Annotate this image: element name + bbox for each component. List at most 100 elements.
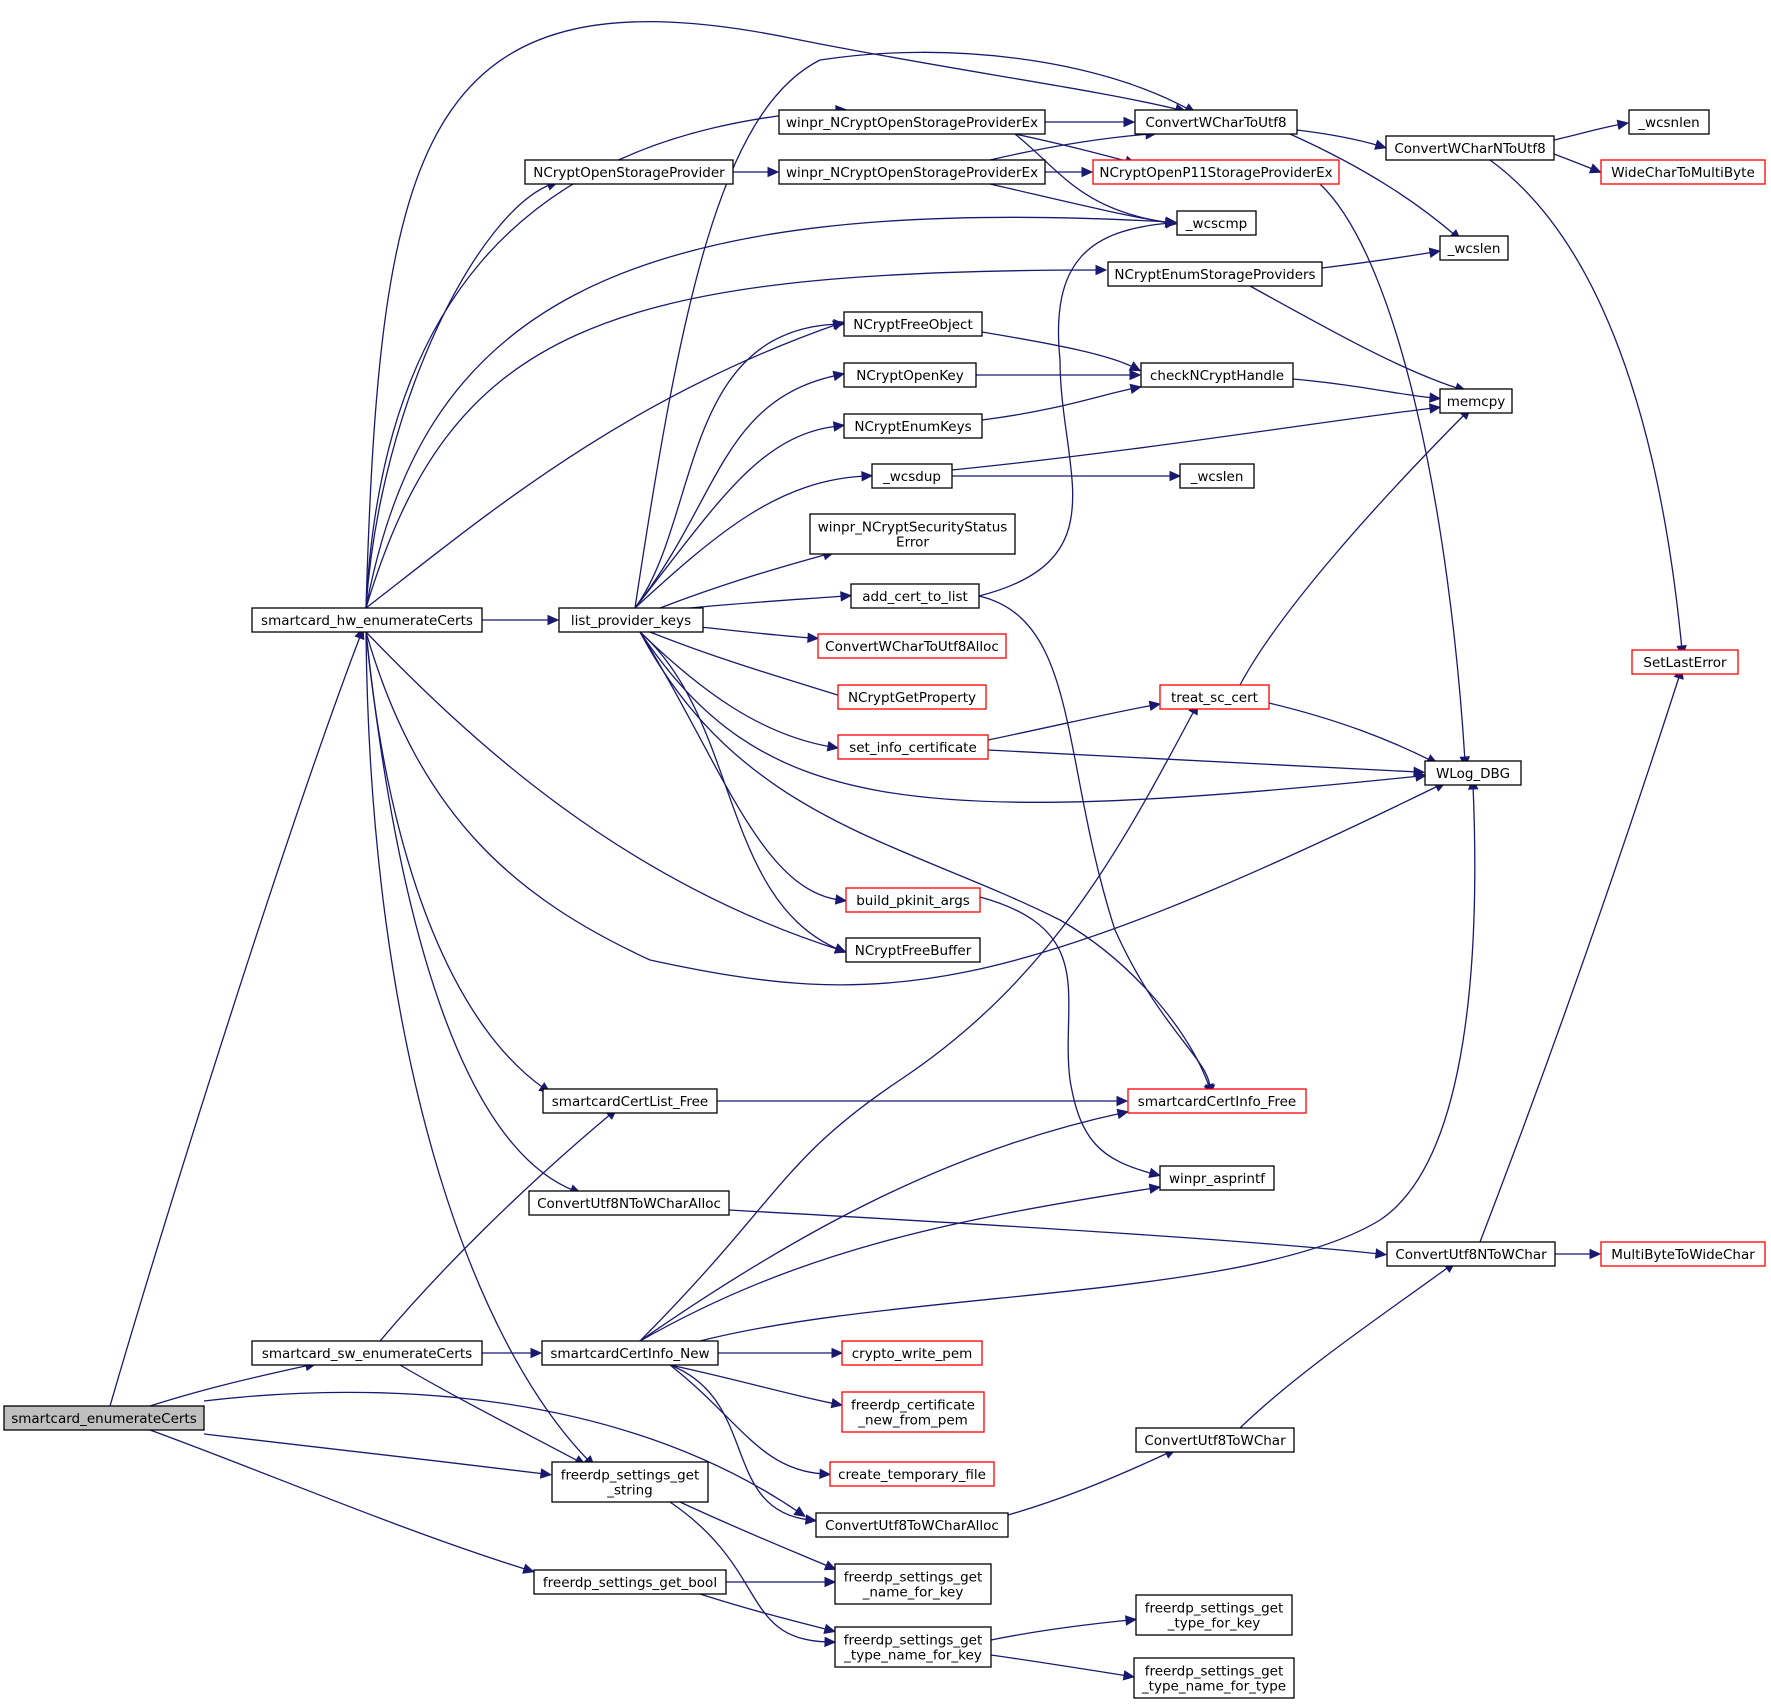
- edge-line: [989, 133, 1151, 161]
- arrowhead-icon: [1124, 1615, 1138, 1626]
- node-ncok[interactable]: NCryptOpenKey: [843, 362, 977, 388]
- node-box: [1179, 463, 1255, 489]
- edge-scin-to-cwp: [718, 1347, 844, 1359]
- node-wasp[interactable]: winpr_asprintf: [1159, 1165, 1275, 1191]
- node-label: winpr_NCryptOpenStorageProviderEx: [786, 165, 1038, 181]
- node-ctf[interactable]: create_temporary_file: [829, 1461, 995, 1487]
- node-ncgp[interactable]: NCryptGetProperty: [837, 684, 987, 710]
- node-box: [829, 1461, 995, 1487]
- node-tsc[interactable]: treat_sc_cert: [1159, 684, 1270, 710]
- edge-lpk-to-bpa: [639, 631, 848, 905]
- node-sclf[interactable]: smartcardCertList_Free: [542, 1088, 718, 1114]
- node-ncesp[interactable]: NCryptEnumStorageProviders: [1107, 261, 1323, 287]
- edge-hw-to-ncosp: [365, 180, 559, 609]
- node-wlog[interactable]: WLog_DBG: [1424, 760, 1522, 786]
- arrowhead-icon: [522, 1563, 535, 1574]
- node-fsgs[interactable]: freerdp_settings_get_string: [551, 1461, 709, 1503]
- node-fsgtnfk[interactable]: freerdp_settings_get_type_name_for_key: [834, 1626, 992, 1668]
- edge-fsgs-to-fsgnfk: [679, 1501, 837, 1571]
- node-cu8nwa[interactable]: ConvertUtf8NToWCharAlloc: [528, 1190, 730, 1216]
- node-p11[interactable]: NCryptOpenP11StorageProviderEx: [1092, 159, 1340, 185]
- edge-line: [981, 387, 1136, 421]
- node-root[interactable]: smartcard_enumerateCerts: [3, 1405, 205, 1431]
- edge-hw-to-cwc2u8: [365, 20, 1188, 609]
- node-wcscmp[interactable]: _wcscmp: [1176, 210, 1257, 236]
- node-label: smartcardCertInfo_Free: [1138, 1094, 1296, 1110]
- node-label: NCryptEnumStorageProviders: [1114, 267, 1315, 283]
- edge-sclf-to-scif: [717, 1095, 1129, 1107]
- node-cnh[interactable]: checkNCryptHandle: [1140, 362, 1294, 388]
- node-ncfb[interactable]: NCryptFreeBuffer: [845, 937, 981, 963]
- node-box: [1159, 1165, 1275, 1191]
- node-box: [843, 362, 977, 388]
- node-cwc2u8a[interactable]: ConvertWCharToUtf8Alloc: [817, 633, 1007, 659]
- node-fcnfp[interactable]: freerdp_certificate_new_from_pem: [841, 1391, 985, 1433]
- node-box: [778, 159, 1046, 185]
- node-cu8w[interactable]: ConvertUtf8ToWChar: [1135, 1427, 1295, 1453]
- node-label: list_provider_keys: [571, 613, 691, 629]
- arrowhead-icon: [834, 894, 848, 905]
- edge-line: [365, 269, 1101, 609]
- node-bpa[interactable]: build_pkinit_args: [845, 887, 981, 913]
- node-box: [834, 1626, 992, 1668]
- node-wcsdup[interactable]: _wcsdup: [871, 463, 953, 489]
- node-sle[interactable]: SetLastError: [1631, 649, 1739, 675]
- node-scif[interactable]: smartcardCertInfo_Free: [1127, 1088, 1307, 1114]
- edge-root-to-hw: [109, 627, 365, 1407]
- arrowhead-icon: [1374, 139, 1387, 150]
- node-mb2wc[interactable]: MultiByteToWideChar: [1600, 1241, 1766, 1267]
- node-wcsnlen[interactable]: _wcsnlen: [1628, 109, 1710, 135]
- edge-fsgtnfk-to-fsgtnft: [990, 1654, 1136, 1681]
- arrowhead-icon: [1123, 116, 1136, 128]
- node-label: _wcscmp: [1185, 216, 1247, 232]
- edge-cwcn2u8-to-wc2mb: [1553, 153, 1602, 174]
- edge-cu8nw-to-mb2wc: [1555, 1248, 1602, 1260]
- edge-line: [689, 625, 813, 639]
- node-wcslen2[interactable]: _wcslen: [1179, 463, 1255, 489]
- node-box: [1385, 135, 1555, 161]
- node-fsgb[interactable]: freerdp_settings_get_bool: [533, 1569, 727, 1595]
- node-box: [542, 1088, 718, 1114]
- node-hw[interactable]: smartcard_hw_enumerateCerts: [251, 607, 483, 633]
- node-label: _new_from_pem: [857, 1413, 968, 1429]
- node-label: ConvertWCharNToUtf8: [1394, 141, 1545, 157]
- edge-line: [987, 749, 1419, 773]
- edge-lpk-to-ncek: [634, 421, 846, 609]
- arrowhead-icon: [840, 591, 853, 602]
- node-box: [551, 1461, 709, 1503]
- node-wncospex2[interactable]: winpr_NCryptOpenStorageProviderEx: [778, 159, 1046, 185]
- node-sic[interactable]: set_info_certificate: [837, 734, 989, 760]
- node-label: ConvertUtf8NToWCharAlloc: [537, 1196, 721, 1212]
- node-actl[interactable]: add_cert_to_list: [850, 583, 980, 609]
- arrowhead-icon: [1116, 1095, 1129, 1107]
- node-wncospex1[interactable]: winpr_NCryptOpenStorageProviderEx: [778, 109, 1046, 135]
- node-cu8nw[interactable]: ConvertUtf8NToWChar: [1386, 1241, 1556, 1267]
- edge-hw-to-lpk: [482, 614, 560, 626]
- node-ncek[interactable]: NCryptEnumKeys: [843, 413, 983, 439]
- node-cu8wa[interactable]: ConvertUtf8ToWCharAlloc: [815, 1512, 1009, 1538]
- node-fsgtfk[interactable]: freerdp_settings_get_type_for_key: [1135, 1594, 1293, 1636]
- node-label: freerdp_settings_get: [561, 1468, 700, 1484]
- node-label: NCryptFreeBuffer: [855, 943, 972, 959]
- node-cwc2u8[interactable]: ConvertWCharToUtf8: [1134, 109, 1298, 135]
- node-box: [1127, 1088, 1307, 1114]
- node-label: NCryptEnumKeys: [854, 419, 971, 435]
- node-lpk[interactable]: list_provider_keys: [558, 607, 704, 633]
- node-sw[interactable]: smartcard_sw_enumerateCerts: [251, 1340, 483, 1366]
- edge-lpk-to-wnsse: [659, 550, 835, 609]
- node-cwcn2u8[interactable]: ConvertWCharNToUtf8: [1385, 135, 1555, 161]
- node-ncosp[interactable]: NCryptOpenStorageProvider: [524, 159, 734, 185]
- arrowhead-icon: [547, 614, 560, 626]
- node-fsgtnft[interactable]: freerdp_settings_get_type_name_for_type: [1133, 1657, 1295, 1699]
- node-ncfo[interactable]: NCryptFreeObject: [843, 311, 983, 337]
- node-fsgnfk[interactable]: freerdp_settings_get_name_for_key: [834, 1563, 992, 1605]
- node-cwp[interactable]: crypto_write_pem: [841, 1340, 983, 1366]
- arrowhead-icon: [1116, 1108, 1130, 1120]
- node-label: smartcard_enumerateCerts: [11, 1411, 197, 1427]
- node-wcslen1[interactable]: _wcslen: [1439, 235, 1509, 261]
- node-wc2mb[interactable]: WideCharToMultiByte: [1600, 159, 1766, 185]
- node-memcpy[interactable]: memcpy: [1439, 388, 1513, 414]
- node-scin[interactable]: smartcardCertInfo_New: [541, 1340, 719, 1366]
- node-label: NCryptFreeObject: [853, 317, 973, 333]
